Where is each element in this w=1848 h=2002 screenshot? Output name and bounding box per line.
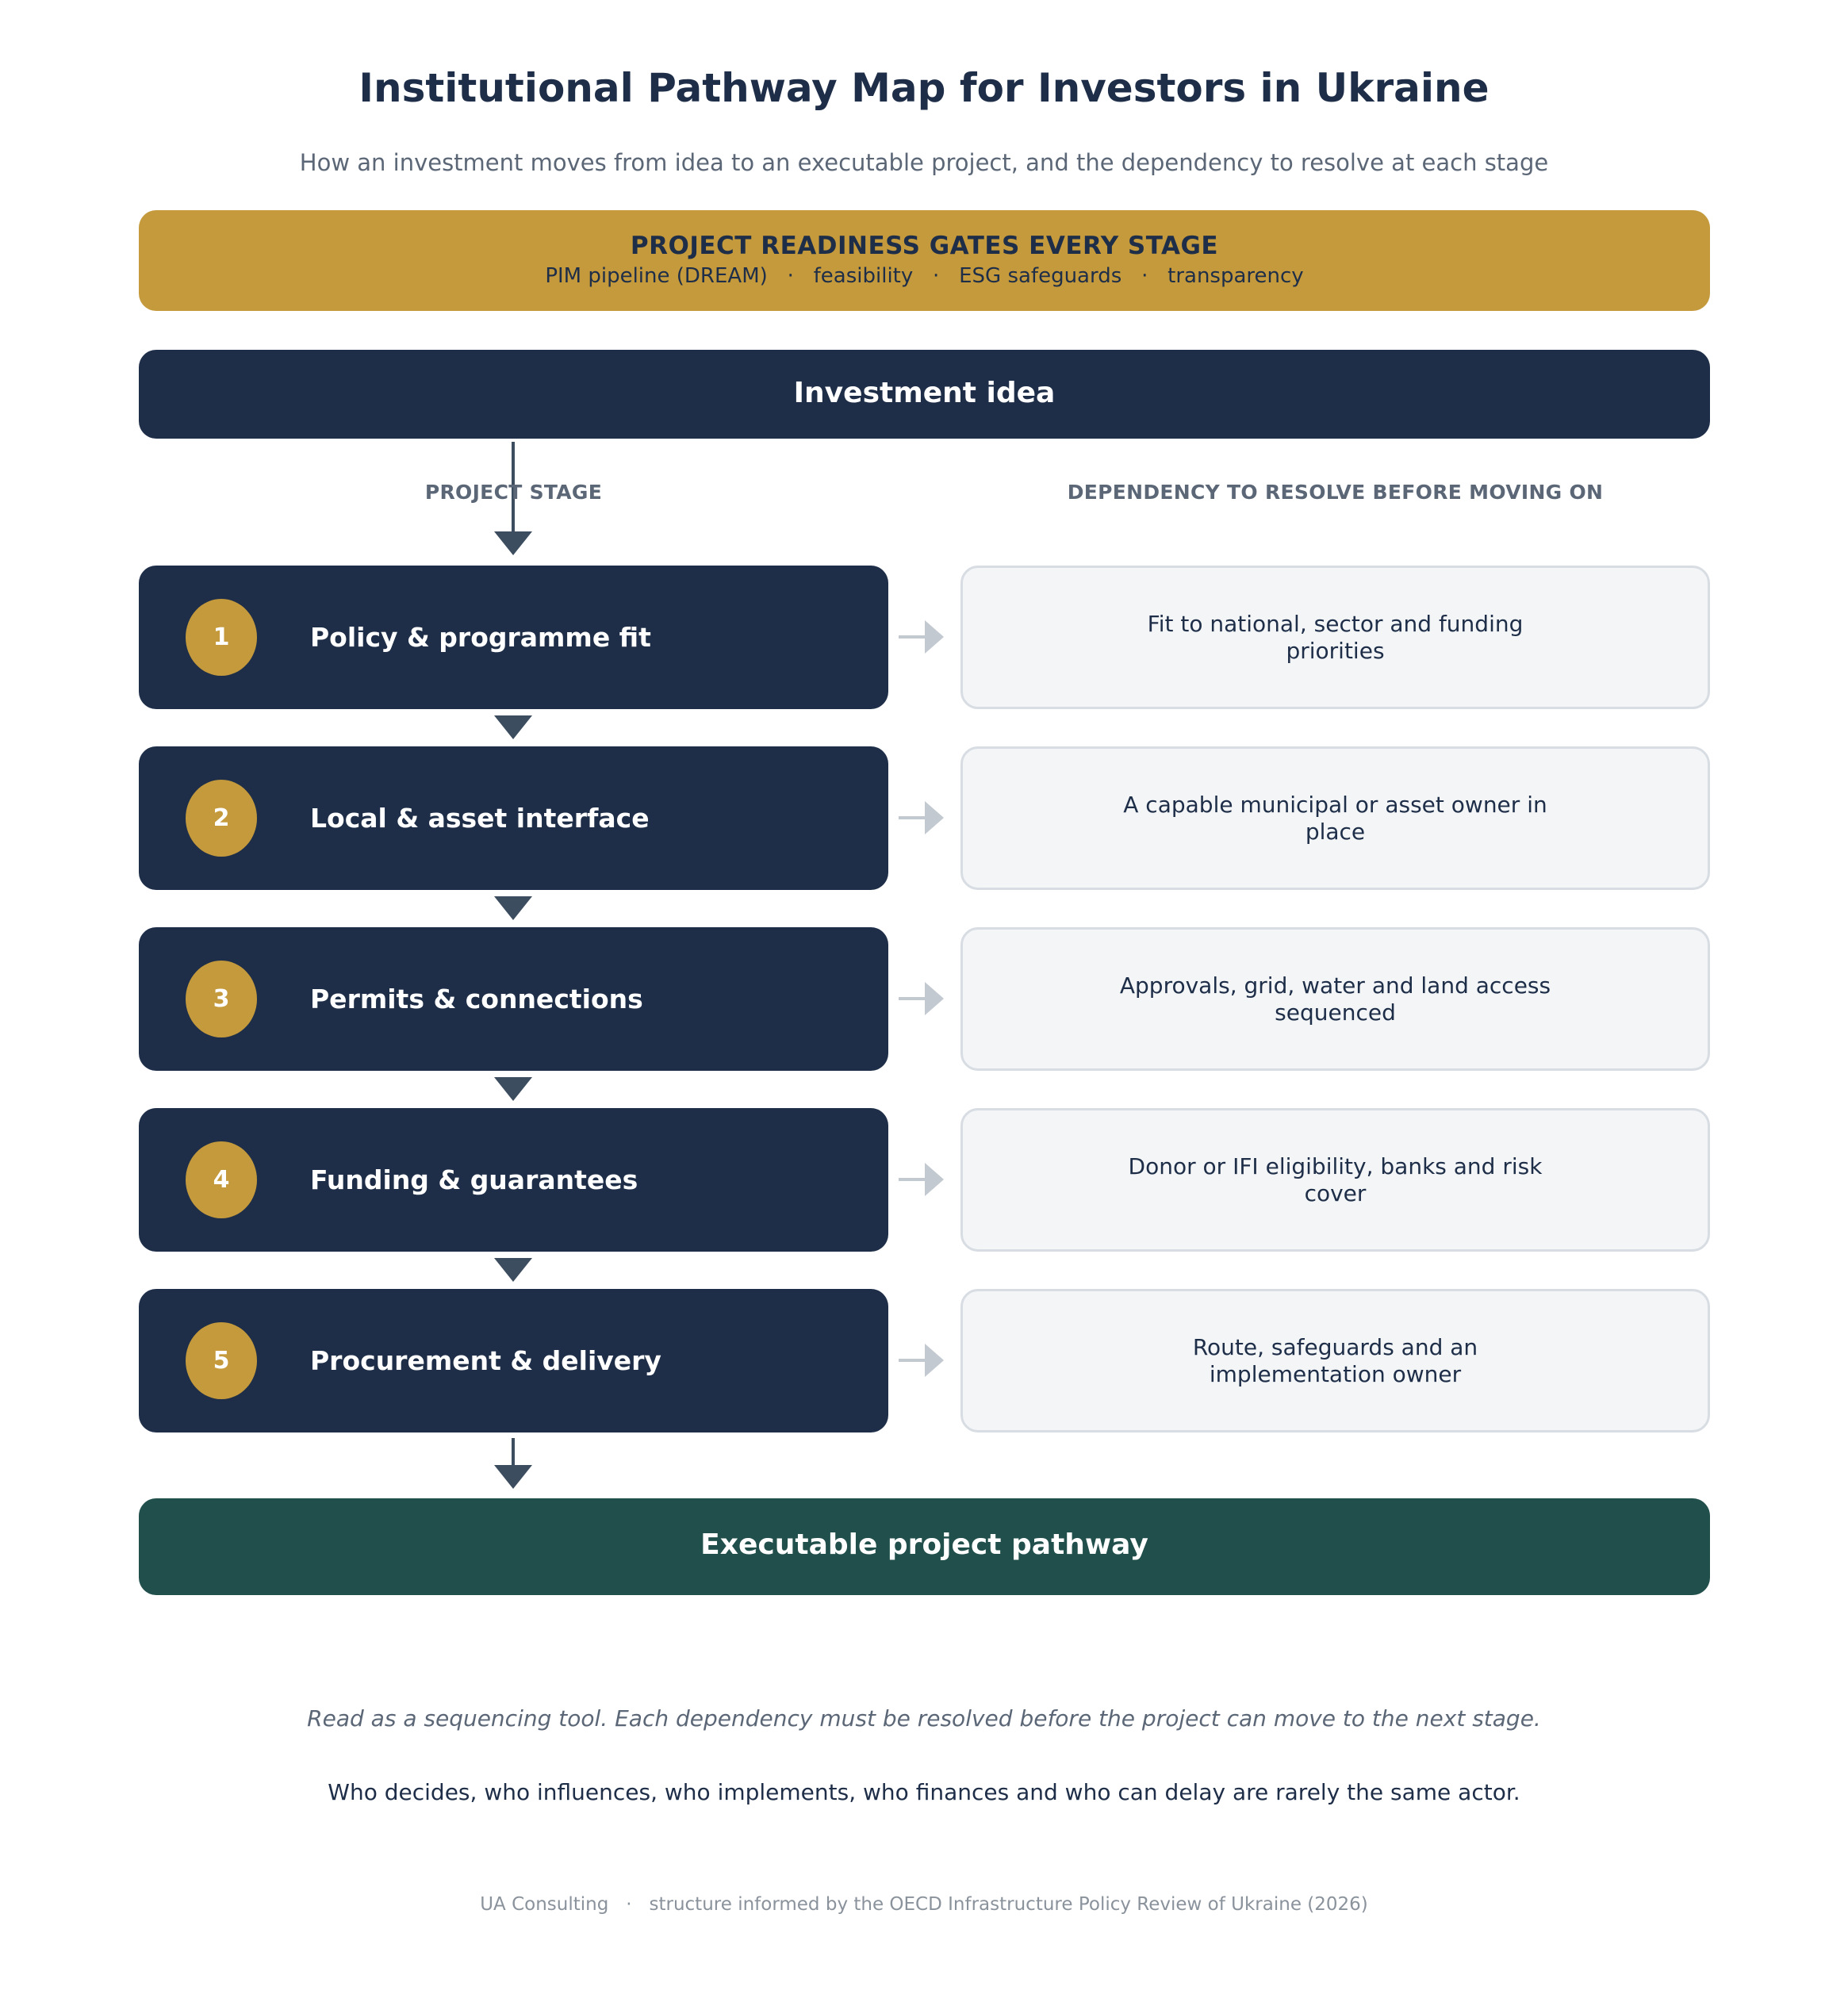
side-arrow-head <box>925 801 944 834</box>
dependency-text: Donor or IFI eligibility, banks and risk… <box>1128 1152 1543 1206</box>
column-header-dependency: DEPENDENCY TO RESOLVE BEFORE MOVING ON <box>1067 481 1604 504</box>
stage-label: Funding & guarantees <box>310 1164 638 1195</box>
side-arrow-head <box>925 1344 944 1377</box>
dependency-box-5: Route, safeguards and an implementation … <box>960 1289 1710 1432</box>
stage-number-badge: 5 <box>186 1322 257 1399</box>
stage-box-5: 5 Procurement & delivery <box>139 1289 888 1432</box>
sequencing-note: Read as a sequencing tool. Each dependen… <box>307 1705 1541 1732</box>
stage-box-2: 2 Local & asset interface <box>139 746 888 890</box>
page-title: Institutional Pathway Map for Investors … <box>358 65 1490 111</box>
investment-idea-label: Investment idea <box>793 377 1056 409</box>
dependency-text: Approvals, grid, water and land access s… <box>1119 972 1551 1026</box>
dependency-text: A capable municipal or asset owner in pl… <box>1123 791 1547 845</box>
gates-title: PROJECT READINESS GATES EVERY STAGE <box>630 232 1219 260</box>
down-arrow-head <box>494 1077 532 1101</box>
down-arrow-head <box>494 896 532 920</box>
side-arrow-head <box>925 1163 944 1196</box>
dependency-text: Fit to national, sector and funding prio… <box>1147 610 1524 664</box>
stage-label: Procurement & delivery <box>310 1345 661 1376</box>
down-arrow-head <box>494 1465 532 1489</box>
dependency-box-4: Donor or IFI eligibility, banks and risk… <box>960 1108 1710 1252</box>
dependency-box-1: Fit to national, sector and funding prio… <box>960 566 1710 709</box>
side-arrow-head <box>925 982 944 1015</box>
down-arrow-head <box>494 1258 532 1282</box>
gates-items: PIM pipeline (DREAM) · feasibility · ESG… <box>545 264 1304 288</box>
stage-number-badge: 1 <box>186 599 257 676</box>
stage-number-badge: 4 <box>186 1141 257 1218</box>
stage-box-1: 1 Policy & programme fit <box>139 566 888 709</box>
column-header-stage: PROJECT STAGE <box>424 481 603 504</box>
stage-number-badge: 3 <box>186 961 257 1037</box>
dependency-text: Route, safeguards and an implementation … <box>1192 1333 1478 1387</box>
dependency-box-3: Approvals, grid, water and land access s… <box>960 927 1710 1071</box>
stage-number-badge: 2 <box>186 780 257 857</box>
investment-idea-box: Investment idea <box>139 350 1710 439</box>
footer-credit: UA Consulting · structure informed by th… <box>480 1894 1368 1915</box>
down-arrow-head <box>494 531 532 555</box>
readiness-gates-banner: PROJECT READINESS GATES EVERY STAGE PIM … <box>139 210 1710 311</box>
executable-pathway-box: Executable project pathway <box>139 1498 1710 1595</box>
stage-box-4: 4 Funding & guarantees <box>139 1108 888 1252</box>
down-arrow-head <box>494 715 532 739</box>
actors-note: Who decides, who influences, who impleme… <box>328 1779 1520 1805</box>
stage-box-3: 3 Permits & connections <box>139 927 888 1071</box>
stage-label: Permits & connections <box>310 984 643 1014</box>
dependency-box-2: A capable municipal or asset owner in pl… <box>960 746 1710 890</box>
stage-label: Policy & programme fit <box>310 622 651 653</box>
stage-label: Local & asset interface <box>310 803 650 834</box>
executable-pathway-label: Executable project pathway <box>700 1528 1148 1561</box>
side-arrow-head <box>925 620 944 654</box>
page-subtitle: How an investment moves from idea to an … <box>299 149 1549 176</box>
